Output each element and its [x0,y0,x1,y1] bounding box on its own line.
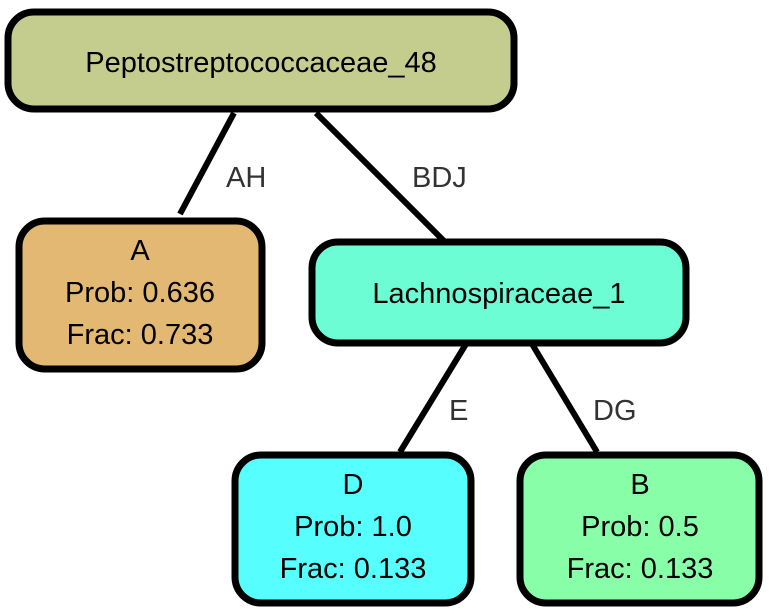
node-lachnospiraceae-1: Lachnospiraceae_1 [308,238,690,347]
edge-root-to-lachnospiraceae [313,110,449,246]
node-b: B Prob: 0.5 Frac: 0.133 [516,451,763,607]
edge-lachnospiraceae-to-b [529,342,600,454]
node-b-title: B [630,469,649,501]
node-a-box [15,217,266,373]
node-d-box [231,451,475,607]
node-b-prob: Prob: 0.5 [581,511,699,543]
node-lachno-title: Lachnospiraceae_1 [372,278,625,310]
node-lachno-box [308,238,690,347]
node-d-title: D [343,469,364,501]
node-a-prob: Prob: 0.636 [65,277,215,309]
edges: AH BDJ E DG [177,110,637,454]
node-d-prob: Prob: 1.0 [294,511,412,543]
node-root-box [4,8,518,113]
edge-root-to-a [177,111,237,216]
node-b-box [516,451,763,607]
node-d-frac: Frac: 0.133 [280,553,427,585]
node-d: D Prob: 1.0 Frac: 0.133 [231,451,475,607]
node-root-title: Peptostreptococcaceae_48 [85,47,436,79]
node-peptostreptococcaceae-48: Peptostreptococcaceae_48 [4,8,518,113]
edge-lachnospiraceae-to-d [397,342,469,454]
node-a-frac: Frac: 0.733 [67,319,214,351]
edge-label-dg: DG [593,395,637,427]
node-a-title: A [130,235,150,267]
edge-label-e: E [449,395,468,427]
node-b-frac: Frac: 0.133 [567,553,714,585]
edge-label-bdj: BDJ [412,162,467,194]
edge-label-ah: AH [226,162,266,194]
node-a: A Prob: 0.636 Frac: 0.733 [15,217,266,373]
